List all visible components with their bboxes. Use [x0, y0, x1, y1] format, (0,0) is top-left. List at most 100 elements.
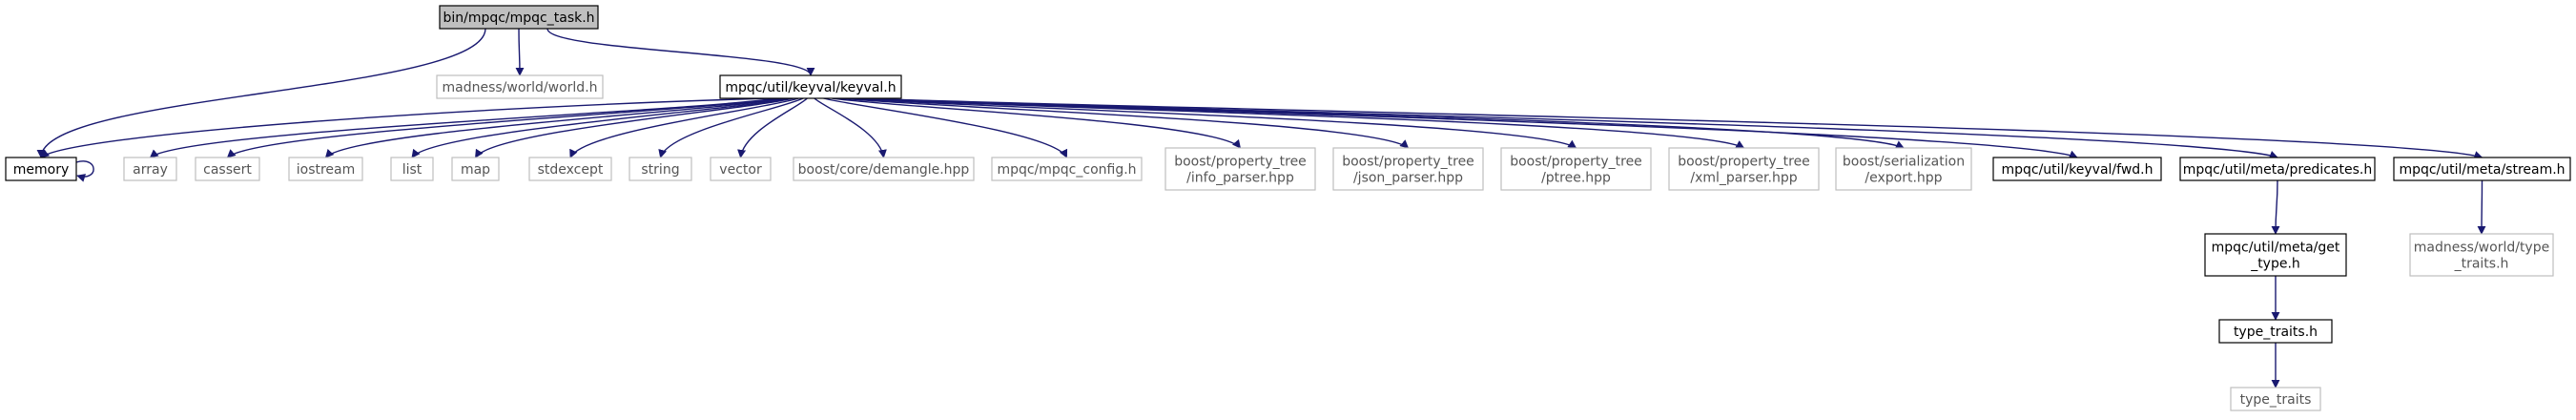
- node-cassert: cassert: [195, 157, 260, 181]
- edge-keyval-to-cassert: [226, 97, 782, 158]
- node-box: [5, 157, 77, 181]
- edge-root-to-madness-world: [515, 28, 525, 76]
- node-madness-type-traits: madness/world/type_traits.h: [2409, 233, 2554, 277]
- node-box: [1668, 147, 1820, 191]
- node-box: [528, 157, 612, 181]
- node-label: bin/mpqc/mpqc_task.h: [443, 10, 594, 26]
- edge-root-to-keyval: [546, 28, 815, 76]
- node-box: [2179, 157, 2376, 181]
- node-box: [1835, 147, 1972, 191]
- edges-layer: [36, 28, 2486, 388]
- node-memory[interactable]: memory: [5, 157, 77, 181]
- node-label: array: [133, 162, 168, 178]
- node-label: type_traits: [2240, 392, 2312, 408]
- edge-keyval-to-xml-parser: [856, 97, 1745, 149]
- node-label: type_traits.h: [2234, 325, 2318, 340]
- node-root[interactable]: bin/mpqc/mpqc_task.h: [439, 5, 599, 30]
- node-label: /info_parser.hpp: [1186, 171, 1294, 186]
- nodes-layer: bin/mpqc/mpqc_task.h madness/world/world.…: [5, 5, 2571, 411]
- edge-keyval-to-list: [411, 97, 792, 158]
- edge-memory-to-memory: [75, 160, 94, 182]
- node-ptree: boost/property_tree/ptree.hpp: [1500, 147, 1652, 191]
- node-list: list: [390, 157, 434, 181]
- edge-keyval-to-ptree: [849, 97, 1577, 149]
- edge-predicates-to-get-type: [2271, 179, 2280, 235]
- node-box: [629, 157, 692, 181]
- node-fwd[interactable]: mpqc/util/keyval/fwd.h: [1992, 157, 2162, 181]
- node-stream[interactable]: mpqc/util/meta/stream.h: [2393, 157, 2571, 181]
- node-type-traits: type_traits: [2230, 387, 2321, 411]
- node-box: [710, 157, 772, 181]
- node-label: boost/property_tree: [1342, 155, 1474, 170]
- node-get-type[interactable]: mpqc/util/meta/get_type.h: [2204, 233, 2347, 277]
- node-keyval[interactable]: mpqc/util/keyval/keyval.h: [719, 74, 902, 99]
- node-label: list: [402, 162, 422, 178]
- edge-keyval-to-vector: [737, 97, 808, 158]
- node-box: [1332, 147, 1484, 191]
- node-box: [2230, 387, 2321, 411]
- node-label: madness/world/world.h: [442, 80, 597, 95]
- node-label: vector: [719, 162, 762, 178]
- node-predicates[interactable]: mpqc/util/meta/predicates.h: [2179, 157, 2376, 181]
- edge-keyval-to-stream: [857, 97, 2483, 159]
- node-box: [793, 157, 975, 181]
- node-box: [195, 157, 260, 181]
- node-xml-parser: boost/property_tree/xml_parser.hpp: [1668, 147, 1820, 191]
- edge-keyval-to-info-parser: [832, 97, 1242, 149]
- node-box: [991, 157, 1143, 181]
- node-label: mpqc/mpqc_config.h: [997, 162, 1136, 178]
- node-label: memory: [13, 162, 70, 178]
- node-box: [2204, 233, 2347, 277]
- node-box: [2409, 233, 2554, 277]
- node-label: stdexcept: [538, 162, 604, 178]
- node-box: [2393, 157, 2571, 181]
- node-label: /export.hpp: [1865, 171, 1942, 186]
- node-madness-world: madness/world/world.h: [436, 74, 604, 99]
- node-label: string: [641, 162, 679, 178]
- node-array: array: [123, 157, 177, 181]
- edge-keyval-to-map: [474, 97, 794, 158]
- node-label: cassert: [203, 162, 252, 178]
- node-info-parser: boost/property_tree/info_parser.hpp: [1164, 147, 1316, 191]
- node-box: [2218, 319, 2333, 344]
- node-label: boost/core/demangle.hpp: [798, 162, 970, 178]
- edge-stream-to-madness-type-traits: [2477, 179, 2486, 235]
- node-box: [1164, 147, 1316, 191]
- edge-root-to-memory: [36, 28, 486, 158]
- node-string: string: [629, 157, 692, 181]
- node-label: mpqc/util/meta/stream.h: [2399, 162, 2565, 178]
- node-box: [1992, 157, 2162, 181]
- node-label: _type.h: [2250, 257, 2300, 272]
- node-json-parser: boost/property_tree/json_parser.hpp: [1332, 147, 1484, 191]
- node-label: /xml_parser.hpp: [1690, 171, 1797, 186]
- node-export: boost/serialization/export.hpp: [1835, 147, 1972, 191]
- node-label: map: [461, 162, 490, 178]
- node-label: /json_parser.hpp: [1353, 171, 1463, 186]
- node-label: madness/world/type: [2414, 241, 2549, 256]
- node-box: [288, 157, 363, 181]
- node-box: [1500, 147, 1652, 191]
- node-label: mpqc/util/meta/predicates.h: [2183, 162, 2372, 178]
- node-demangle: boost/core/demangle.hpp: [793, 157, 975, 181]
- node-stdexcept: stdexcept: [528, 157, 612, 181]
- node-label: mpqc/util/keyval/fwd.h: [2001, 162, 2153, 178]
- node-type-traits-h[interactable]: type_traits.h: [2218, 319, 2333, 344]
- node-label: boost/property_tree: [1678, 155, 1810, 170]
- node-box: [123, 157, 177, 181]
- node-box: [390, 157, 434, 181]
- node-label: /ptree.hpp: [1541, 171, 1611, 186]
- node-label: _traits.h: [2454, 257, 2509, 272]
- node-box: [439, 5, 599, 30]
- edge-keyval-to-iostream: [324, 97, 787, 158]
- node-iostream: iostream: [288, 157, 363, 181]
- edge-keyval-to-config: [823, 97, 1068, 158]
- node-label: boost/serialization: [1843, 155, 1965, 170]
- node-box: [719, 74, 902, 99]
- node-config: mpqc/mpqc_config.h: [991, 157, 1143, 181]
- edge-keyval-to-stdexcept: [569, 97, 799, 158]
- node-label: boost/property_tree: [1174, 155, 1307, 170]
- node-label: boost/property_tree: [1510, 155, 1642, 170]
- node-box: [436, 74, 604, 99]
- edge-keyval-to-fwd: [857, 97, 2078, 159]
